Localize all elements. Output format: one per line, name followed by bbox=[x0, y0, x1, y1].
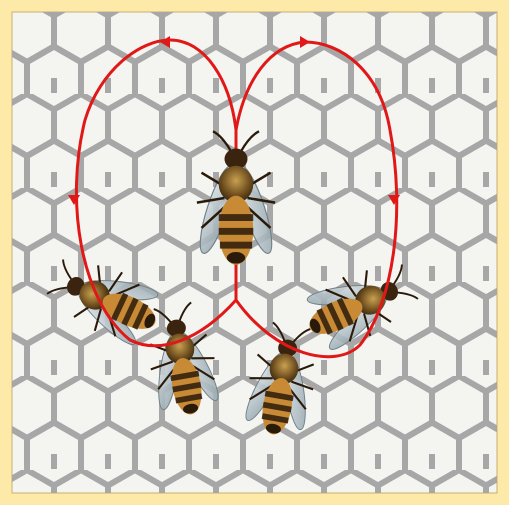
honeycomb-pattern bbox=[12, 12, 497, 493]
